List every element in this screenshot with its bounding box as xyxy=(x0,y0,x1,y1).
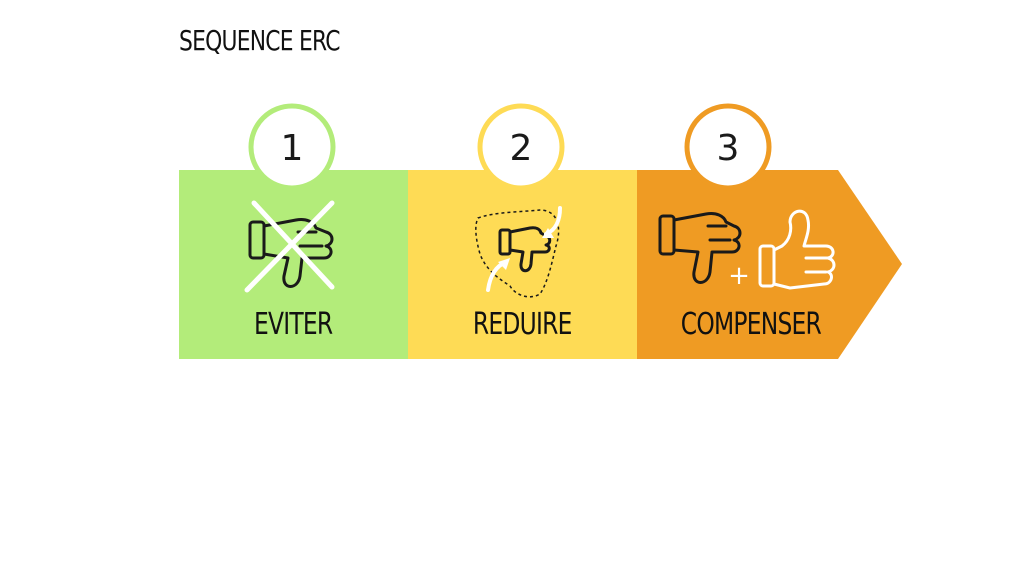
step-1-number-circle xyxy=(248,103,336,191)
step-2-number: 2 xyxy=(509,128,533,169)
step-3-number: 3 xyxy=(716,128,740,169)
step-1-panel xyxy=(179,170,408,359)
step-3-arrow-panel xyxy=(637,170,902,359)
plus-sign: + xyxy=(728,261,750,291)
step-1-label: EVITER xyxy=(254,307,333,342)
step-1-number: 1 xyxy=(280,128,304,169)
step-2-label: REDUIRE xyxy=(473,307,572,342)
thumbs-up-icon xyxy=(758,209,836,290)
shrinking-thumbs-down-icon xyxy=(475,206,562,298)
page-title: SEQUENCE ERC xyxy=(179,24,341,57)
step-2-number-circle xyxy=(477,103,565,191)
step-3-label: COMPENSER xyxy=(680,307,822,342)
step-2-panel xyxy=(408,170,637,359)
step-3-number-circle xyxy=(684,103,772,191)
thumbs-down-icon xyxy=(658,212,742,284)
cross-mark-icon xyxy=(244,200,335,293)
